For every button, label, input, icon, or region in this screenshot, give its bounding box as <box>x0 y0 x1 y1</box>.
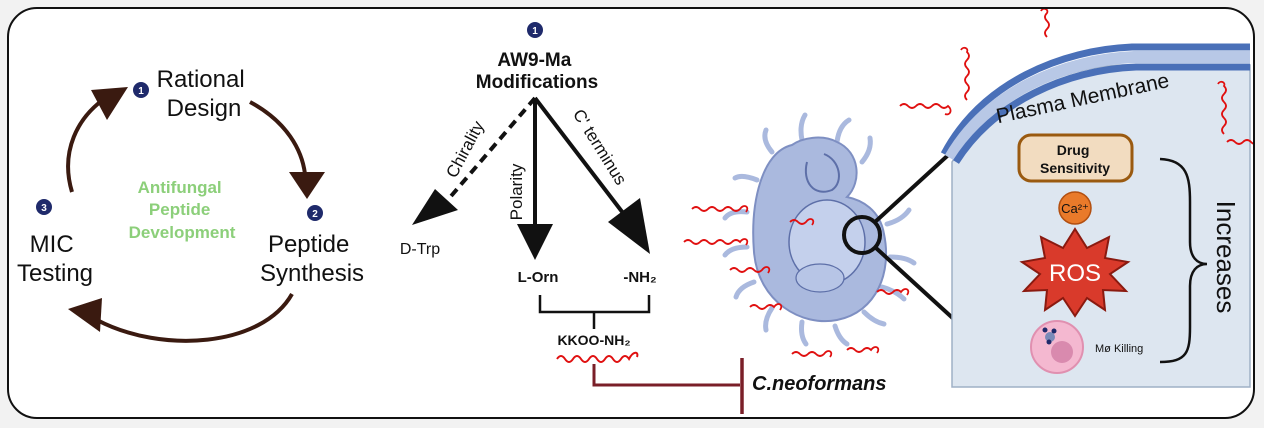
fungus-bud-outline <box>804 153 840 193</box>
svg-text:1: 1 <box>138 86 144 97</box>
step-mic-testing: MIC Testing <box>17 231 93 287</box>
svg-text:Drug Sensitivity: Drug Sensitivity <box>1040 142 1110 176</box>
svg-text:1: 1 <box>532 26 538 37</box>
branch-chirality-line <box>438 96 537 211</box>
plasma-membrane-outer <box>940 43 1250 156</box>
fungus-cilia <box>722 112 917 347</box>
figure-frame: 1 2 3 Rational Design Peptide Synthesis … <box>7 7 1255 419</box>
branch-polarity-arrowhead <box>517 224 553 260</box>
cycle-arrowhead-left <box>91 87 128 120</box>
cycle-arrowhead-right <box>289 172 325 199</box>
svg-text:2: 2 <box>312 209 318 220</box>
zoom-line-top <box>873 145 959 224</box>
cycle-arrow-right <box>249 100 307 175</box>
cycle-arrow-left <box>66 95 109 193</box>
step-badge-1: 1 <box>133 82 149 98</box>
cycle-center-title: Antifungal Peptide Development <box>129 178 236 242</box>
step-rational-design: Rational Design <box>157 66 252 122</box>
branch-cterminus-arrowhead <box>608 198 650 254</box>
svg-text:3: 3 <box>41 203 47 214</box>
result-l-orn: L-Orn <box>518 269 559 286</box>
cell-panel: Plasma Membrane Drug Sensitivity Ca²⁺ RO… <box>899 9 1253 388</box>
result-nh2: -NH₂ <box>623 269 656 286</box>
modifications-badge: 1 <box>527 22 543 38</box>
fungus-cell <box>683 112 959 358</box>
combined-peptide-squiggle <box>556 351 639 363</box>
step-peptide-synthesis: Peptide Synthesis <box>260 231 364 287</box>
cycle-arrowhead-bottom <box>68 298 102 332</box>
branch-cterminus-line <box>533 96 625 215</box>
target-organism: C.neoformans <box>752 373 886 395</box>
svg-text:Ca²⁺: Ca²⁺ <box>1061 201 1089 216</box>
branch-chirality-label: Chirality <box>442 117 488 181</box>
fungus-peptides <box>683 205 910 358</box>
step-badge-3: 3 <box>36 199 52 215</box>
fungus-nucleus <box>795 263 845 293</box>
cycle-arrow-bottom <box>96 293 294 343</box>
increases-brace <box>1159 157 1208 364</box>
plasma-membrane-inner <box>953 63 1250 164</box>
zoom-line-bottom <box>874 246 959 324</box>
svg-text:ROS: ROS <box>1049 260 1101 287</box>
zoom-circle <box>842 215 882 255</box>
membrane-peptides <box>899 9 1253 145</box>
modifications-title: AW9-Ma Modifications <box>476 50 598 93</box>
combine-bracket <box>538 295 651 329</box>
result-d-trp: D-Trp <box>400 241 440 258</box>
combined-peptide-label: KKOO-NH₂ <box>557 332 630 348</box>
ros-burst: ROS <box>1019 227 1131 318</box>
inhibition-line <box>592 364 740 387</box>
plasma-membrane-band <box>944 51 1250 162</box>
design-cycle: 1 2 3 Rational Design Peptide Synthesis … <box>17 66 364 343</box>
increases-label: Increases <box>1211 201 1241 314</box>
step-badge-2: 2 <box>307 205 323 221</box>
diagram-canvas: 1 2 3 Rational Design Peptide Synthesis … <box>17 9 1253 414</box>
macrophage-icon <box>1030 320 1084 374</box>
branch-chirality-arrowhead <box>412 189 458 225</box>
branch-cterminus-label: C' terminus <box>569 106 630 189</box>
macrophage-killing-label: Mø Killing <box>1095 343 1143 355</box>
calcium-ion: Ca²⁺ <box>1058 191 1092 225</box>
branch-polarity-label: Polarity <box>507 163 526 220</box>
drug-sensitivity-box: Drug Sensitivity <box>1017 133 1134 183</box>
